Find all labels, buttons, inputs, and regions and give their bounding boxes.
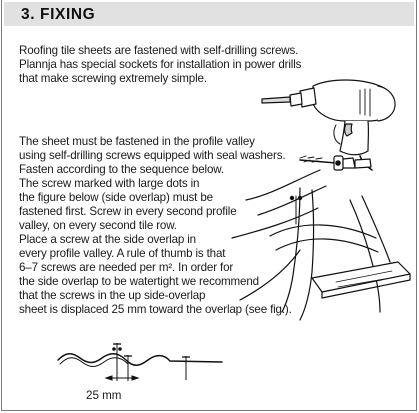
instructions-paragraph: The sheet must be fastened in the profil… <box>19 135 292 317</box>
intro-line: Plannja has special sockets for installa… <box>19 58 302 71</box>
instruction-line: the figure below (side overlap) must be <box>19 191 213 204</box>
instruction-line: the side overlap to be watertight we rec… <box>19 275 259 288</box>
instruction-line: Place a screw at the side overlap in <box>19 233 196 246</box>
instruction-line: that the screws in the up side-overlap <box>19 289 206 302</box>
instruction-line: fastened first. Screw in every second pr… <box>19 205 237 218</box>
instruction-line: The sheet must be fastened in the profil… <box>19 135 255 148</box>
instruction-line: every profile valley. A rule of thumb is… <box>19 247 226 260</box>
instruction-line: 6–7 screws are needed per m². In order f… <box>19 261 234 274</box>
section-heading: 3. FIXING <box>21 6 96 23</box>
section-heading-bar: 3. FIXING <box>4 2 414 26</box>
instruction-line: valley, on every second tile row. <box>19 219 177 232</box>
intro-line: Roofing tile sheets are fastened with se… <box>19 44 299 57</box>
dimension-label: 25 mm <box>86 389 122 402</box>
instruction-line: The screw marked with large dots in <box>19 177 200 190</box>
instruction-line: Fasten according to the sequence below. <box>19 163 224 176</box>
intro-line: that make screwing extremely simple. <box>19 72 207 85</box>
instruction-line: using self-drilling screws equipped with… <box>19 149 286 162</box>
instruction-line: sheet is displaced 25 mm toward the over… <box>19 303 292 316</box>
intro-paragraph: Roofing tile sheets are fastened with se… <box>19 44 301 86</box>
